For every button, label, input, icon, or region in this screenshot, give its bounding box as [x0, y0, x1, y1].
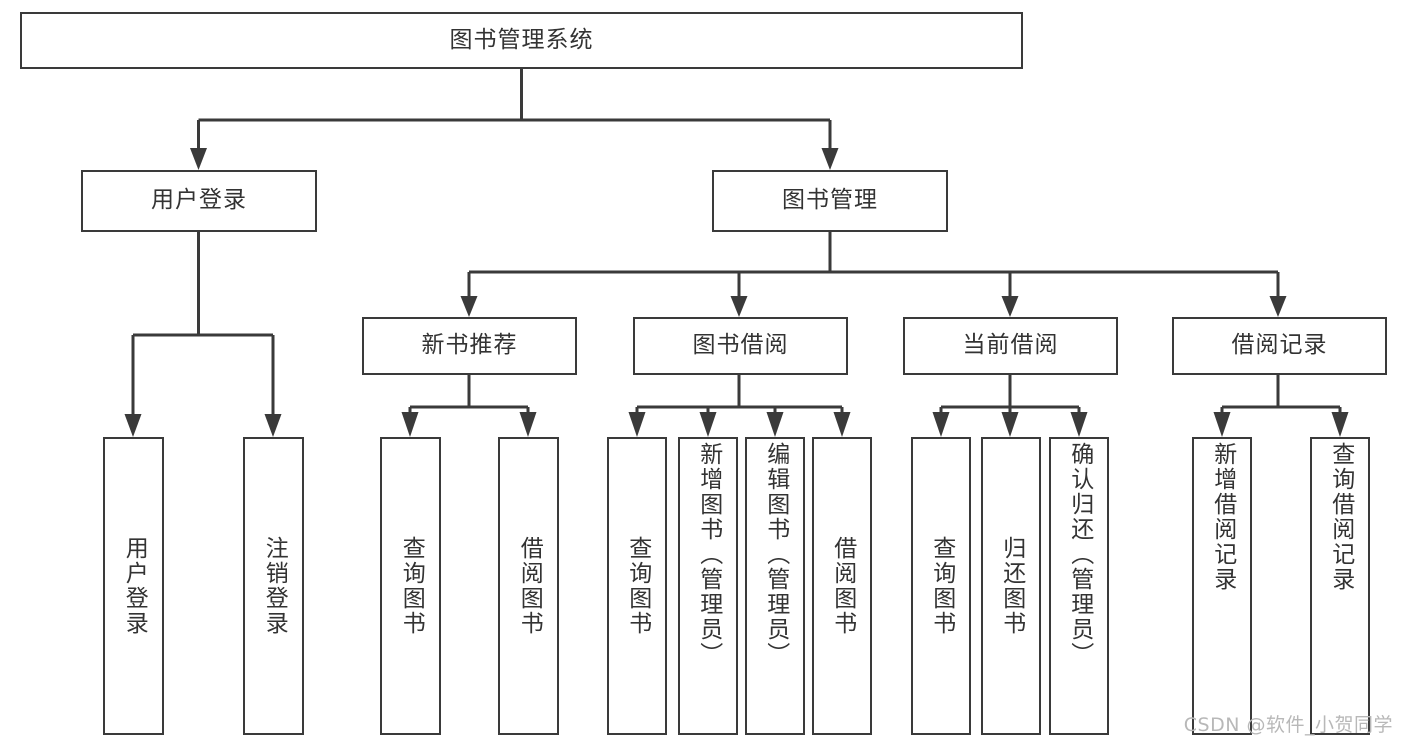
node-leaf-user-login[interactable]: 用户登录: [103, 437, 164, 735]
arrowhead-leaf-user-logout: [264, 414, 282, 437]
arrowhead-recommend: [460, 296, 478, 317]
node-leaf-user-logout-label: 注销登录: [261, 536, 288, 636]
node-leaf-edit-book-label: 编辑图书（管理员）: [762, 442, 789, 667]
node-leaf-query-record[interactable]: 查询借阅记录: [1310, 437, 1370, 735]
node-leaf-return-book-label: 归还图书: [998, 536, 1025, 636]
node-leaf-confirm-return[interactable]: 确认归还（管理员）: [1049, 437, 1109, 735]
node-new-book-recommend-label: 新书推荐: [421, 332, 518, 359]
arrowhead-current: [1001, 296, 1019, 317]
node-root-label: 图书管理系统: [449, 26, 594, 53]
arrowhead-leaf-return: [1001, 412, 1019, 437]
arrowhead-borrow: [730, 296, 748, 317]
node-leaf-query-book-1-label: 查询图书: [398, 536, 425, 636]
node-current-borrow[interactable]: 当前借阅: [903, 317, 1118, 375]
node-new-book-recommend[interactable]: 新书推荐: [362, 317, 577, 375]
arrowhead-leaf-query-1: [401, 412, 419, 437]
node-book-borrow-label: 图书借阅: [692, 332, 789, 359]
arrowhead-user-login: [190, 148, 207, 170]
node-leaf-query-book-3-label: 查询图书: [928, 536, 955, 636]
node-leaf-borrow-book-1-label: 借阅图书: [516, 536, 543, 636]
node-leaf-return-book[interactable]: 归还图书: [981, 437, 1041, 735]
arrowhead-leaf-query-record: [1331, 412, 1349, 437]
node-book-manage-label: 图书管理: [782, 187, 878, 214]
node-leaf-borrow-book-2-label: 借阅图书: [829, 536, 856, 636]
node-borrow-record[interactable]: 借阅记录: [1172, 317, 1387, 375]
node-leaf-query-book-2[interactable]: 查询图书: [607, 437, 667, 735]
node-leaf-add-book-label: 新增图书（管理员）: [695, 442, 722, 667]
node-leaf-query-record-label: 查询借阅记录: [1327, 442, 1354, 592]
node-leaf-add-record-label: 新增借阅记录: [1209, 442, 1236, 592]
arrowhead-leaf-borrow-1: [519, 412, 537, 437]
arrowhead-leaf-add-record: [1213, 412, 1231, 437]
node-leaf-add-record[interactable]: 新增借阅记录: [1192, 437, 1252, 735]
node-leaf-confirm-return-label: 确认归还（管理员）: [1066, 442, 1093, 667]
arrowheads: [124, 148, 1349, 437]
node-user-login[interactable]: 用户登录: [81, 170, 317, 232]
node-root[interactable]: 图书管理系统: [20, 12, 1023, 69]
arrowhead-leaf-add-book: [699, 412, 717, 437]
node-leaf-query-book-1[interactable]: 查询图书: [380, 437, 441, 735]
node-book-manage[interactable]: 图书管理: [712, 170, 948, 232]
arrowhead-leaf-edit-book: [766, 412, 784, 437]
node-book-borrow[interactable]: 图书借阅: [633, 317, 848, 375]
arrowhead-leaf-user-login: [124, 414, 142, 437]
node-current-borrow-label: 当前借阅: [962, 332, 1059, 359]
node-borrow-record-label: 借阅记录: [1231, 332, 1328, 359]
node-leaf-query-book-2-label: 查询图书: [624, 536, 651, 636]
node-leaf-user-login-label: 用户登录: [121, 536, 148, 636]
node-leaf-borrow-book-2[interactable]: 借阅图书: [812, 437, 872, 735]
node-leaf-borrow-book-1[interactable]: 借阅图书: [498, 437, 559, 735]
node-leaf-add-book[interactable]: 新增图书（管理员）: [678, 437, 738, 735]
arrowhead-leaf-query-3: [932, 412, 950, 437]
node-leaf-edit-book[interactable]: 编辑图书（管理员）: [745, 437, 805, 735]
arrowhead-book-manage: [821, 148, 839, 170]
arrowhead-leaf-borrow-2: [833, 412, 851, 437]
node-user-login-label: 用户登录: [151, 187, 247, 214]
arrowhead-record: [1269, 296, 1287, 317]
arrowhead-leaf-confirm: [1070, 412, 1088, 437]
node-leaf-user-logout[interactable]: 注销登录: [243, 437, 304, 735]
arrowhead-leaf-query-2: [628, 412, 646, 437]
node-leaf-query-book-3[interactable]: 查询图书: [911, 437, 971, 735]
